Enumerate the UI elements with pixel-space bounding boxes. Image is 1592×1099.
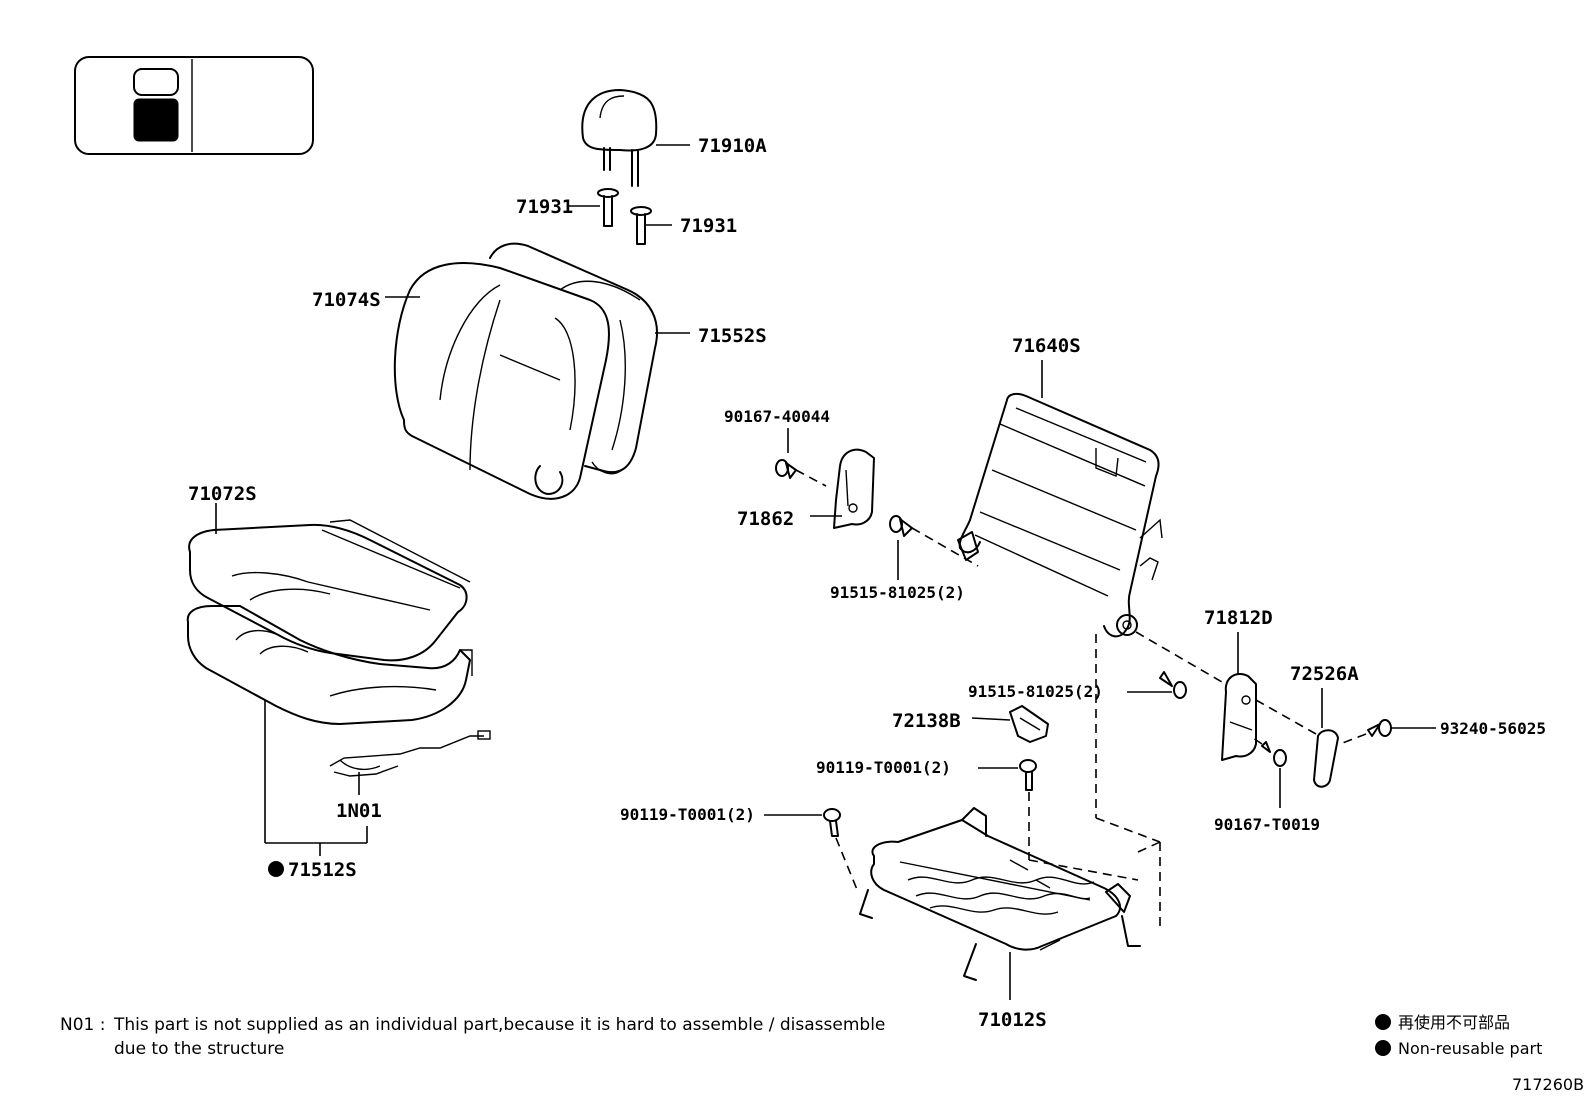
label-N01: 1N01 xyxy=(336,800,382,822)
label-90119-T0001-upper: 90119-T0001(2) xyxy=(816,758,951,777)
label-71910A: 71910A xyxy=(698,135,767,157)
headrest-drawing xyxy=(581,89,658,187)
bolt-91515-81025-upper-drawing xyxy=(889,515,979,580)
bolt-90119-T0001-upper-drawing xyxy=(1019,759,1037,860)
cover-71862-drawing xyxy=(833,448,875,529)
label-72138B: 72138B xyxy=(892,710,961,732)
label-71931-right: 71931 xyxy=(680,215,737,237)
headrest-support-drawing xyxy=(597,188,652,245)
label-71931-left: 71931 xyxy=(516,196,573,218)
note-line-1: This part is not supplied as an individu… xyxy=(113,1015,885,1035)
bolt-90167-40044-drawing xyxy=(775,428,827,487)
seat-heater-element-drawing xyxy=(329,730,491,777)
label-71074S: 71074S xyxy=(312,289,381,311)
label-72526A: 72526A xyxy=(1290,663,1359,685)
label-93240-56025: 93240-56025 xyxy=(1440,719,1546,738)
label-71072S: 71072S xyxy=(188,483,257,505)
legend-marker-en xyxy=(1375,1040,1391,1056)
label-71552S: 71552S xyxy=(698,325,767,347)
screw-90167-T0019-drawing xyxy=(1249,735,1287,767)
label-71640S: 71640S xyxy=(1012,335,1081,357)
label-71512S: 71512S xyxy=(288,859,357,881)
non-reusable-marker xyxy=(268,861,284,877)
figure-id: 717260B xyxy=(1512,1075,1584,1094)
bolt-91515-81025-lower-drawing xyxy=(1159,671,1187,699)
label-90119-T0001-lower: 90119-T0001(2) xyxy=(620,805,755,824)
screw-93240-56025-drawing xyxy=(1339,719,1392,745)
cover-72526A-drawing xyxy=(1313,729,1339,788)
bolt-90119-T0001-lower-drawing xyxy=(823,808,859,893)
label-91515-81025-lower: 91515-81025(2) xyxy=(968,682,1103,701)
note-code: N01 : xyxy=(60,1015,105,1035)
legend-jp: 再使用不可部品 xyxy=(1398,1013,1510,1032)
cushion-cover-drawing xyxy=(188,519,471,662)
note-line-2: due to the structure xyxy=(114,1039,284,1059)
seatback-frame-drawing xyxy=(957,392,1163,638)
label-90167-40044: 90167-40044 xyxy=(724,407,830,426)
legend-en: Non-reusable part xyxy=(1398,1039,1542,1058)
legend-marker-jp xyxy=(1375,1014,1391,1030)
option-box xyxy=(74,56,314,155)
label-90167-T0019: 90167-T0019 xyxy=(1214,815,1320,834)
seatback-cover-drawing xyxy=(393,262,610,500)
label-91515-81025-upper: 91515-81025(2) xyxy=(830,583,965,602)
label-71012S: 71012S xyxy=(978,1009,1047,1031)
label-71862: 71862 xyxy=(737,508,794,530)
assembly-bracket-lines xyxy=(264,700,368,856)
cushion-pad-drawing xyxy=(186,605,473,725)
label-71812D: 71812D xyxy=(1204,607,1273,629)
seatback-pad-drawing xyxy=(489,242,658,475)
cover-71812D-drawing xyxy=(1221,673,1257,761)
seat-frame-drawing xyxy=(859,807,1141,981)
cover-72138B-drawing xyxy=(1009,705,1049,743)
